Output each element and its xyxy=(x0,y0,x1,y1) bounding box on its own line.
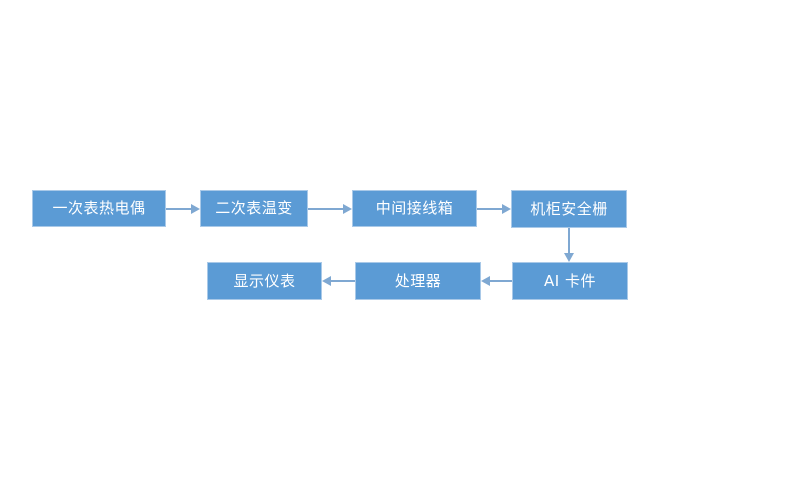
process-node-label: 中间接线箱 xyxy=(375,199,454,217)
process-node-label: 显示仪表 xyxy=(233,271,296,290)
process-node-label: 二次表温变 xyxy=(215,199,293,217)
arrow-n1-to-n2 xyxy=(166,199,200,219)
arrow-n6-to-n7 xyxy=(322,271,355,291)
process-node-n2[interactable]: 二次表温变 xyxy=(200,190,308,227)
process-node-n6[interactable]: 处理器 xyxy=(355,262,481,300)
arrow-n4-to-n5 xyxy=(559,228,579,262)
process-node-label: 机柜安全栅 xyxy=(530,199,608,218)
process-node-n4[interactable]: 机柜安全栅 xyxy=(511,190,627,228)
arrow-n2-to-n3 xyxy=(308,199,352,219)
process-node-n1[interactable]: 一次表热电偶 xyxy=(32,190,166,227)
arrow-n3-to-n4 xyxy=(477,199,511,219)
process-node-n7[interactable]: 显示仪表 xyxy=(207,262,322,300)
process-node-n5[interactable]: AI 卡件 xyxy=(512,262,628,300)
process-node-n3[interactable]: 中间接线箱 xyxy=(352,190,477,227)
process-node-label: AI 卡件 xyxy=(544,271,596,290)
process-node-label: 处理器 xyxy=(394,271,442,290)
process-node-label: 一次表热电偶 xyxy=(52,199,146,217)
arrow-n5-to-n6 xyxy=(481,271,512,291)
